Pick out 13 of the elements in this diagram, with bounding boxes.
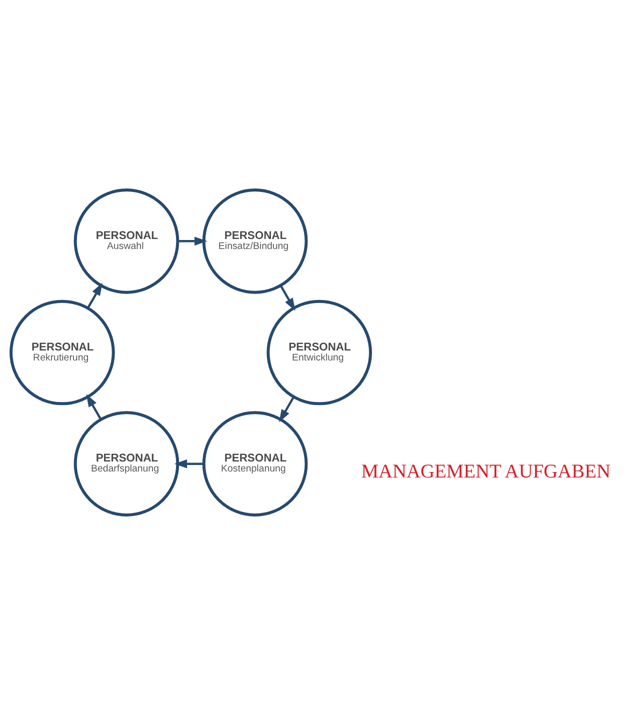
arrow (86, 394, 102, 420)
label: MANAGEMENT AUFGABEN (361, 460, 610, 482)
arrow (86, 282, 102, 308)
arrow (174, 458, 204, 468)
arrow (280, 284, 296, 310)
node-circle: PERSONAL Einsatz/Bindung (202, 188, 308, 294)
node-circle: PERSONAL Entwicklung (266, 299, 372, 405)
node-circle: PERSONAL Rekrutierung (10, 299, 115, 405)
node-circle: PERSONAL Bedarfsplanung (74, 410, 180, 516)
arrow (279, 396, 295, 422)
node-circle: PERSONAL Kostenplanung (202, 410, 308, 516)
node-circle: PERSONAL Auswahl (74, 188, 180, 294)
arrow (178, 236, 208, 246)
